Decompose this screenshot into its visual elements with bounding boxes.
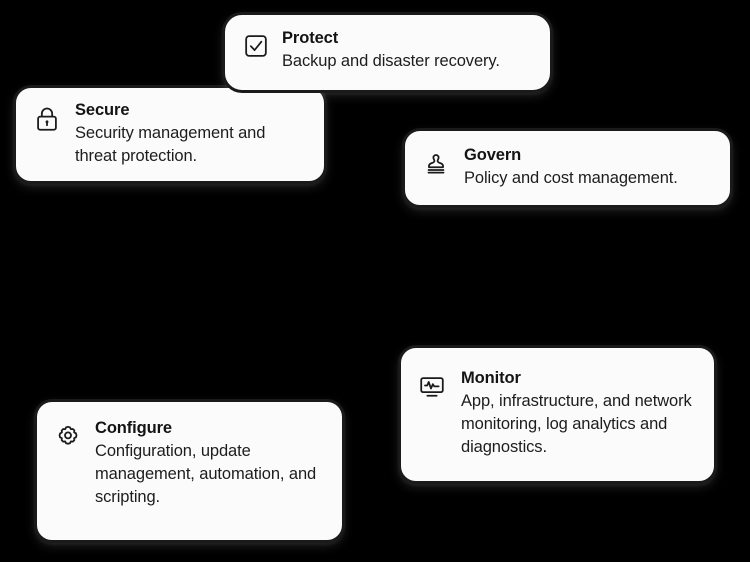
card-title: Govern	[464, 146, 522, 164]
card-title: Protect	[282, 29, 339, 47]
lock-icon	[32, 104, 62, 134]
card-description: Security management and threat protectio…	[75, 123, 266, 166]
card-text: Protect Backup and disaster recovery.	[282, 28, 534, 73]
card-text: Govern Policy and cost management.	[464, 145, 714, 190]
card-secure[interactable]: Secure Security management and threat pr…	[13, 85, 327, 184]
card-title: Configure	[95, 419, 173, 437]
card-text: Monitor App, infrastructure, and network…	[461, 368, 698, 460]
card-configure[interactable]: Configure Configuration, update manageme…	[34, 399, 345, 543]
card-title: Secure	[75, 101, 130, 119]
checkbox-checked-icon	[241, 31, 271, 61]
card-govern[interactable]: Govern Policy and cost management.	[402, 128, 733, 208]
card-protect[interactable]: Protect Backup and disaster recovery.	[222, 12, 553, 93]
card-description: Backup and disaster recovery.	[282, 51, 500, 70]
monitor-pulse-icon	[417, 372, 447, 402]
card-title: Monitor	[461, 369, 521, 387]
card-description: App, infrastructure, and network monitor…	[461, 391, 692, 457]
gear-icon	[53, 421, 83, 451]
card-monitor[interactable]: Monitor App, infrastructure, and network…	[398, 345, 717, 484]
card-text: Configure Configuration, update manageme…	[95, 418, 326, 510]
card-text: Secure Security management and threat pr…	[75, 100, 308, 168]
card-description: Policy and cost management.	[464, 168, 678, 187]
card-description: Configuration, update management, automa…	[95, 441, 317, 507]
stamp-icon	[421, 149, 451, 179]
